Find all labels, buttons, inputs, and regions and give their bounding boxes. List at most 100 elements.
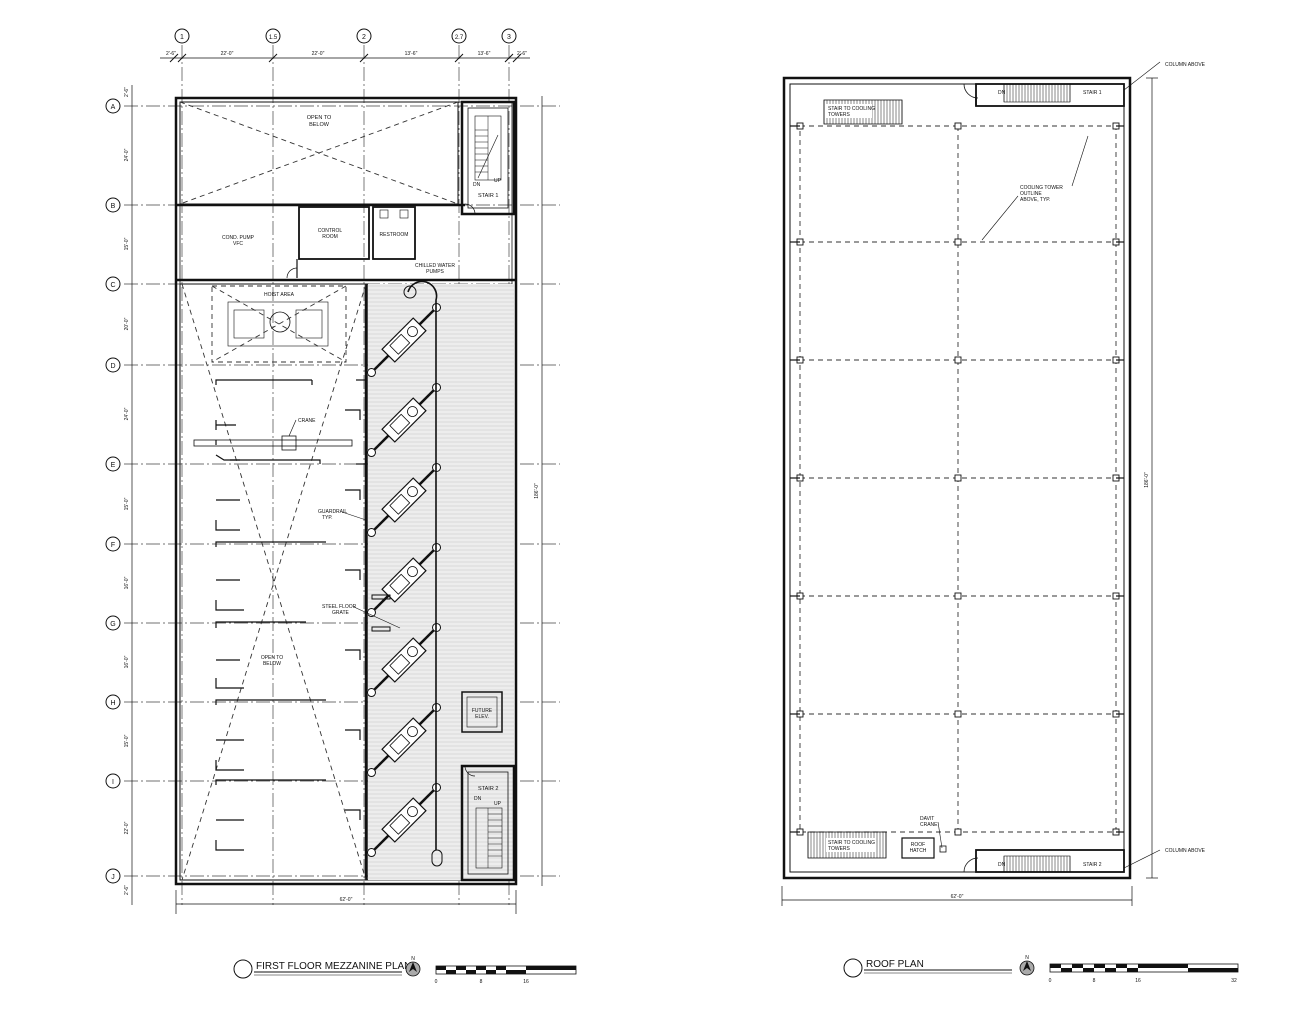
dim-row-6: 16'-0" [124, 576, 130, 589]
roof-title: ROOF PLAN [866, 959, 924, 970]
future-elevator [461, 691, 503, 733]
pump-1 [366, 302, 442, 378]
dim-row-4: 24'-0" [124, 407, 130, 420]
restroom-label: RESTROOM [380, 232, 409, 238]
grid-label-j: J [111, 874, 115, 881]
grid-label-f: F [111, 542, 115, 549]
pump-5 [366, 622, 442, 698]
roof-length-dim: 186'-0" [1144, 472, 1150, 488]
chilled-water-header [407, 280, 438, 850]
dim-col-5: 2'-6" [517, 51, 527, 57]
pump-3 [366, 462, 442, 538]
stair-2-label: STAIR 2 [478, 786, 498, 792]
roof-scale-tick-8: 8 [1093, 978, 1096, 984]
overall-width-dim: 62'-0" [340, 897, 353, 903]
grid-label-d: D [110, 363, 115, 370]
pipe-runs-right [345, 379, 366, 820]
dim-row-5: 15'-0" [124, 497, 130, 510]
grid-label-h: H [110, 700, 115, 707]
stair-2-dn: DN [474, 796, 482, 802]
dim-col-1: 22'-0" [221, 51, 234, 57]
overall-length-dim: 186'-0" [534, 483, 540, 499]
north-letter-mezzanine: N [411, 956, 415, 962]
pump-6 [366, 702, 442, 778]
stair-2-mezzanine: STAIR 2 DN UP [460, 764, 516, 882]
grid-label-2: 2 [362, 34, 366, 41]
dim-col-0: 2'-6" [166, 51, 176, 57]
scale-bar-roof: 0 8 16 32 [1049, 963, 1239, 984]
column-above-top-label: COLUMN ABOVE [1165, 62, 1206, 68]
chilled-water-pumps [366, 302, 442, 858]
header-valve [403, 285, 417, 299]
dim-row-9: 22'-0" [124, 821, 130, 834]
dim-row-3: 20'-0" [124, 317, 130, 330]
stair-1-up: UP [494, 178, 502, 184]
grid-label-2-7: 2.7 [455, 35, 464, 41]
control-room [298, 206, 370, 260]
scale-tick-8: 8 [480, 979, 483, 985]
pipe-runs-left [215, 379, 326, 851]
roof-scale-tick-0: 0 [1049, 978, 1052, 984]
stair-1-label: STAIR 1 [478, 193, 498, 199]
dim-row-1: 24'-0" [124, 148, 130, 161]
dim-row-8: 15'-0" [124, 734, 130, 747]
roof-stair-1-label: STAIR 1 [1083, 90, 1102, 96]
column-grid-bubbles: 1 1.5 2 2.7 3 [174, 28, 517, 44]
grid-label-c: C [110, 282, 115, 289]
north-arrow-roof: N [1019, 955, 1035, 976]
dim-row-2: 15'-0" [124, 237, 130, 250]
mezzanine-plan: 1 1.5 2 2.7 3 A B C D E F G H I J [105, 28, 577, 985]
open-to-below-middle-area [179, 283, 369, 881]
grid-label-i: I [112, 779, 114, 786]
row-grid-bubbles: A B C D E F G H I J [105, 98, 121, 884]
stair-1-mezzanine: DN UP STAIR 1 [460, 100, 516, 216]
grid-label-b: B [111, 203, 116, 210]
mezzanine-title: FIRST FLOOR MEZZANINE PLAN [256, 961, 411, 972]
grid-label-1-5: 1.5 [269, 35, 278, 41]
column-above-bottom-label: COLUMN ABOVE [1165, 848, 1206, 854]
scale-tick-0: 0 [435, 979, 438, 985]
top-dimension-string: 2'-6" 22'-0" 22'-0" 13'-6" 13'-6" 2'-6" [160, 51, 530, 63]
north-letter-roof: N [1025, 955, 1029, 961]
roof-scale-tick-32: 32 [1231, 978, 1237, 984]
dim-col-4: 13'-6" [478, 51, 491, 57]
grid-label-e: E [111, 462, 116, 469]
stair-1-dn: DN [473, 182, 481, 188]
title-bubble-roof [843, 958, 863, 978]
grid-label-3: 3 [507, 34, 511, 41]
dim-row-0: 2'-6" [124, 87, 130, 97]
roof-scale-tick-16: 16 [1135, 978, 1141, 984]
dim-col-2: 22'-0" [312, 51, 325, 57]
roof-dn-bottom: DN [998, 862, 1006, 868]
dim-row-10: 2'-6" [124, 885, 130, 895]
grid-label-a: A [111, 104, 116, 111]
scale-tick-16: 16 [523, 979, 529, 985]
title-bubble-mezzanine [233, 959, 253, 979]
crane-label: CRANE [298, 418, 316, 424]
roof-hatch [901, 837, 935, 859]
roof-outline [782, 76, 1132, 880]
pump-2 [366, 382, 442, 458]
left-dimension-string: 2'-6" 24'-0" 15'-0" 20'-0" 24'-0" 15'-0"… [124, 85, 133, 905]
grid-label-g: G [110, 621, 115, 628]
roof-stair-2-label: STAIR 2 [1083, 862, 1102, 868]
building-outline [174, 96, 518, 886]
dim-row-7: 16'-0" [124, 655, 130, 668]
north-arrow-mezzanine: N [405, 956, 421, 977]
